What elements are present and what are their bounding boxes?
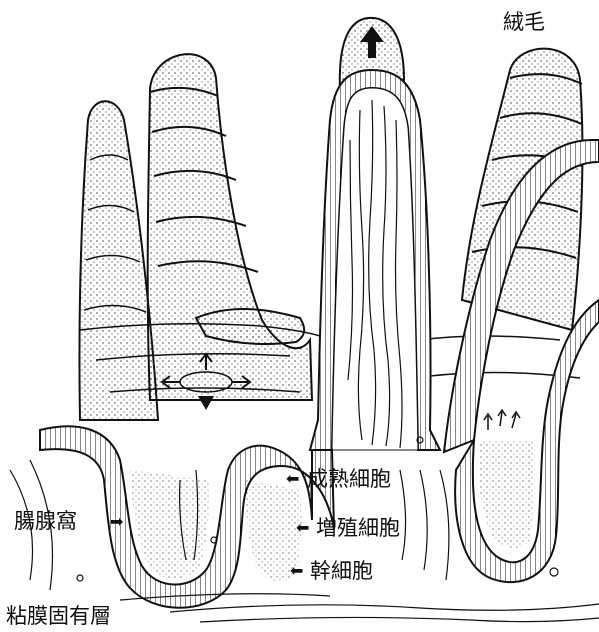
arrow-right-icon: ➡ bbox=[110, 514, 123, 530]
label-villus: 絨毛 bbox=[503, 10, 545, 34]
label-crypt: 腸腺窩 bbox=[14, 509, 77, 533]
central-villus bbox=[310, 26, 440, 450]
label-lamina-propria: 粘膜固有層 bbox=[6, 604, 111, 628]
label-proliferating-cells: 増殖細胞 bbox=[316, 516, 400, 540]
arrow-left-icon: ⬅ bbox=[290, 563, 303, 579]
label-stem-cells: 幹細胞 bbox=[310, 559, 373, 583]
arrow-left-icon: ⬅ bbox=[286, 471, 299, 487]
label-mature-cells: 成熟細胞 bbox=[307, 467, 391, 491]
stacked-villus-left bbox=[148, 54, 312, 400]
left-crypt bbox=[40, 426, 334, 608]
left-background-villus bbox=[79, 101, 158, 420]
arrow-left-icon: ⬅ bbox=[296, 520, 309, 536]
